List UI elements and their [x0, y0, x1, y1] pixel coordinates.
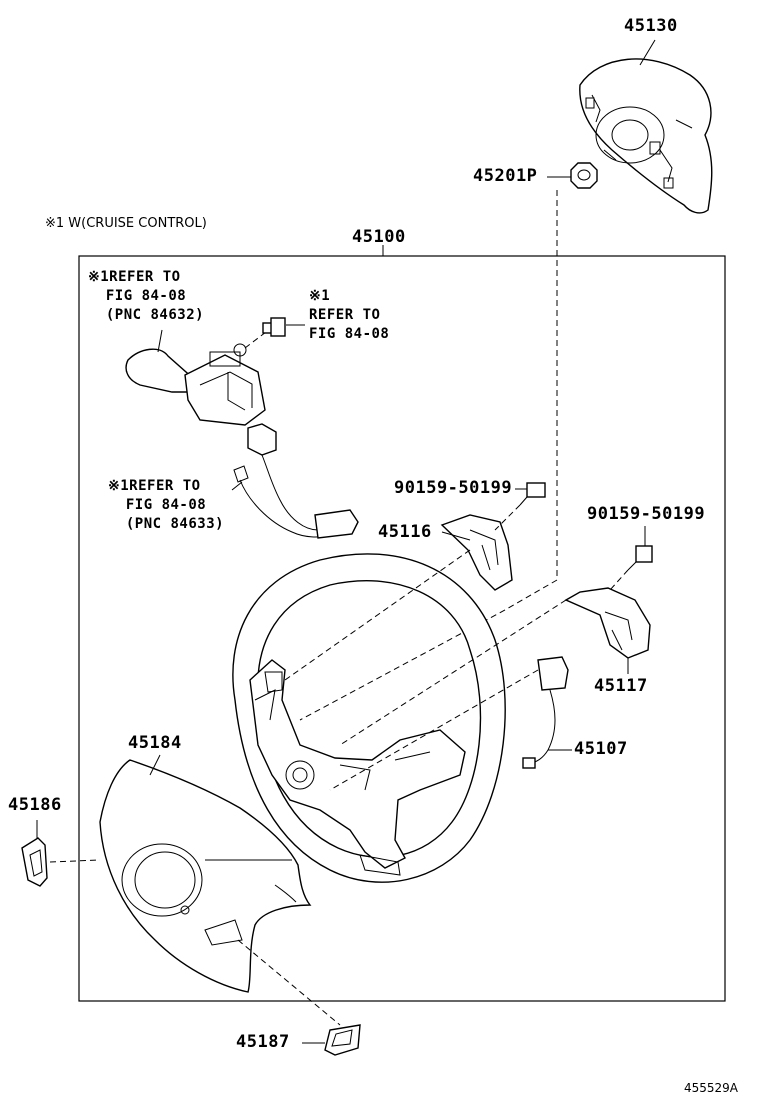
cruise-control-legend: ※1 W(CRUISE CONTROL): [45, 216, 207, 231]
screw-90159-right: [627, 545, 653, 571]
part-number-45116: 45116: [378, 522, 432, 542]
steering-wheel-body: [232, 553, 506, 883]
column-cover-45184: [99, 759, 312, 993]
dash-line-45117: [339, 599, 567, 746]
lower-cover-45117: [564, 587, 651, 659]
part-number-45117: 45117: [594, 676, 648, 696]
part-number-45107: 45107: [574, 739, 628, 759]
horn-wire-45107: [522, 656, 569, 769]
assembly-frame-45100: [78, 255, 726, 1002]
dash-line-45116: [284, 549, 471, 681]
cruise-control-switch: [125, 343, 266, 426]
screw-cruise-switch: [262, 317, 286, 337]
dash-line-nut: [299, 190, 558, 721]
dash-line-switch-screw: [244, 331, 267, 349]
figure-code: 455529A: [684, 1081, 739, 1095]
leader-refer-lever: [157, 329, 163, 353]
part-number-45186: 45186: [8, 795, 62, 815]
side-cover-45186: [21, 837, 48, 887]
dash-line-45186: [49, 859, 101, 863]
screw-90159-left: [519, 482, 546, 506]
leader-45184: [149, 754, 161, 776]
part-number-45187: 45187: [236, 1032, 290, 1052]
dash-line-45107: [329, 669, 539, 791]
dash-line-45187: [237, 939, 341, 1026]
lower-cover-45116: [440, 514, 513, 591]
nut-45201p: [570, 162, 598, 189]
cruise-wire-harness: [233, 423, 359, 539]
dash-line-90159-left: [494, 504, 521, 531]
cover-45187: [324, 1024, 361, 1056]
part-number-90159-left: 90159-50199: [394, 478, 513, 498]
part-number-45201p: 45201P: [473, 166, 538, 186]
leader-45116: [441, 531, 471, 541]
part-number-45130: 45130: [624, 16, 678, 36]
leader-45130: [639, 39, 656, 66]
part-number-45184: 45184: [128, 733, 182, 753]
part-number-90159-right: 90159-50199: [587, 504, 706, 524]
horn-pad-airbag-45130: [579, 58, 713, 214]
leader-refer-harness: [231, 481, 243, 491]
refer-note-pnc-84632: ※1REFER TO FIG 84-08 (PNC 84632): [88, 269, 205, 323]
refer-note-fig-84-08: ※1 REFER TO FIG 84-08: [309, 288, 390, 342]
dash-line-90159-right: [609, 569, 629, 591]
refer-note-pnc-84633: ※1REFER TO FIG 84-08 (PNC 84633): [108, 478, 225, 532]
part-number-45100: 45100: [352, 227, 406, 247]
